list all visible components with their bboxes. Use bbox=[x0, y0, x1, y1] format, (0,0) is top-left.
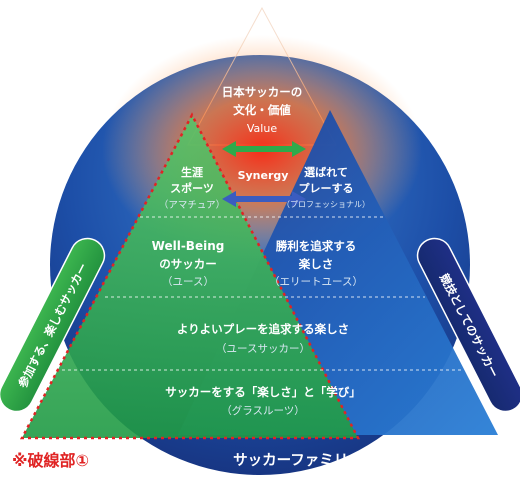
synergy-arrow-lower bbox=[222, 191, 306, 207]
left-pill-shape bbox=[0, 237, 106, 413]
grassroots-line-2: （グラスルーツ） bbox=[221, 404, 305, 417]
wellbeing-line-1: Well-Being bbox=[152, 239, 225, 253]
synergy-arrows bbox=[222, 141, 306, 207]
youth-soccer-line-1: よりよいプレーを追求する楽しさ bbox=[177, 322, 349, 336]
professional-line-2: プレーする bbox=[299, 181, 354, 195]
right-pill-shape bbox=[416, 237, 520, 413]
professional-line-3: （プロフェッショナル） bbox=[282, 200, 370, 209]
value-line-1: 日本サッカーの bbox=[222, 85, 303, 99]
elite-line-2: 楽しさ bbox=[298, 257, 334, 271]
amateur-line-1: 生涯 bbox=[181, 165, 203, 179]
synergy-arrow-upper bbox=[222, 141, 306, 157]
amateur-line-3: （アマチュア） bbox=[159, 199, 225, 211]
value-line-3: Value bbox=[247, 122, 277, 135]
wellbeing-line-3: （ユース） bbox=[162, 276, 214, 288]
family-label: サッカーファミリー bbox=[233, 452, 363, 469]
amateur-triangle bbox=[22, 115, 358, 438]
broken-line-outline bbox=[19, 112, 361, 440]
elite-line-1: 勝利を追求する bbox=[276, 239, 357, 253]
elite-line-3: （エリートユース） bbox=[269, 276, 363, 288]
wellbeing-line-2: のサッカー bbox=[159, 257, 217, 271]
grassroots-line-1: サッカーをする「楽しさ」と「学び」 bbox=[165, 385, 361, 399]
broken-line-note: ※破線部① bbox=[12, 451, 89, 470]
value-line-2: 文化・価値 bbox=[233, 103, 291, 117]
youth-soccer-line-2: （ユースサッカー） bbox=[216, 343, 310, 355]
professional-line-1: 選ばれて bbox=[304, 165, 348, 179]
synergy-label: Synergy bbox=[238, 169, 289, 182]
amateur-line-2: スポーツ bbox=[170, 181, 214, 195]
